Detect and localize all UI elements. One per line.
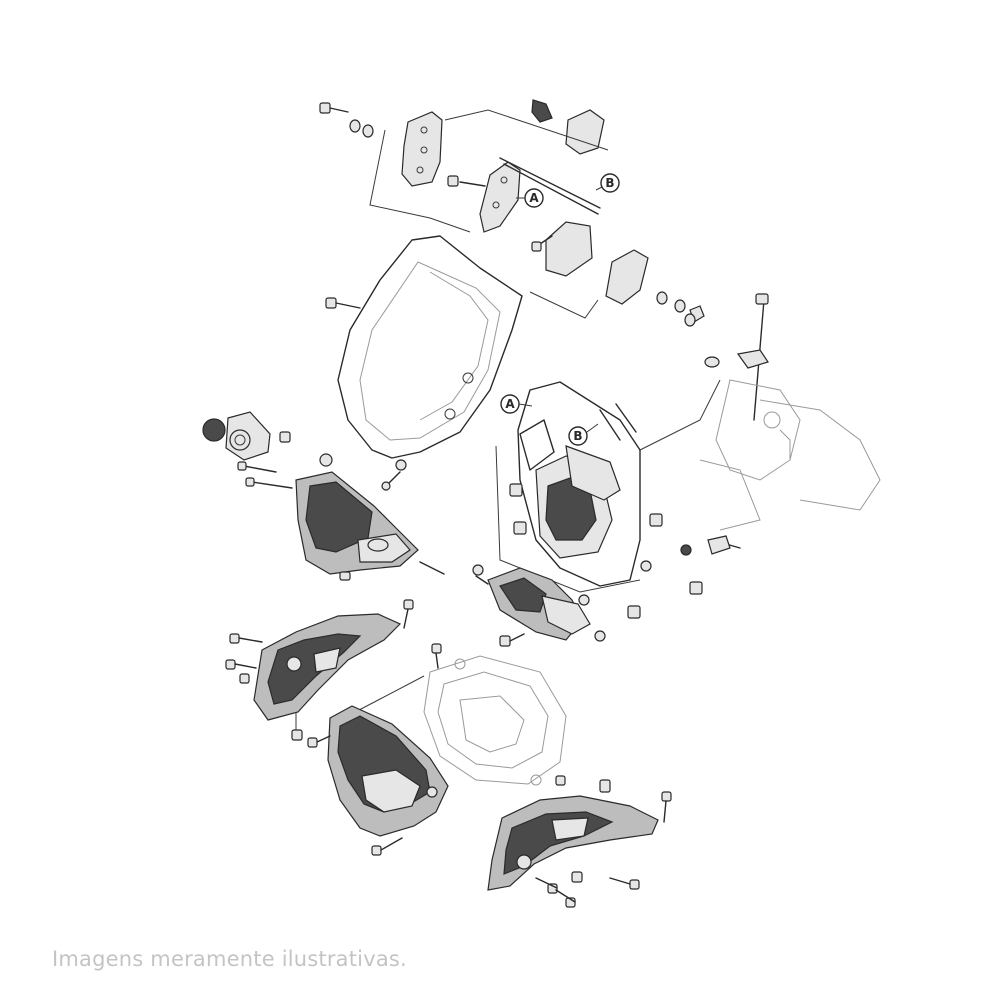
right-link-plate	[605, 249, 649, 305]
windscreen-outline	[337, 235, 523, 459]
lower-center-bracket	[472, 564, 606, 647]
bolt-top-left	[319, 102, 374, 138]
emblem-plate	[202, 411, 291, 461]
callout-b-mid-label: B	[573, 429, 582, 443]
left-side-panel	[225, 599, 414, 741]
motorcycle-frame	[680, 293, 881, 556]
lower-front-cowl	[307, 705, 449, 856]
clip-bracket-top	[565, 109, 605, 155]
top-bracket-assembly	[319, 99, 705, 327]
callout-b-mid: B	[568, 423, 599, 446]
right-mount-block	[545, 221, 593, 277]
left-mount-bracket	[401, 111, 443, 187]
callout-b-top-label: B	[605, 176, 614, 190]
cross-rod	[499, 157, 601, 209]
callout-a-top: A	[516, 188, 544, 208]
windscreen	[325, 235, 523, 491]
upper-cowl	[237, 453, 445, 581]
callout-b-top: B	[595, 173, 620, 193]
center-mount-bracket	[479, 161, 521, 233]
callout-a-mid-label: A	[505, 397, 515, 411]
disclaimer-text: Imagens meramente ilustrativas.	[52, 947, 407, 971]
callout-a-mid: A	[500, 394, 533, 414]
right-side-panel	[487, 779, 672, 908]
callout-a-top-label: A	[529, 191, 539, 205]
headlight-frame	[495, 379, 721, 619]
